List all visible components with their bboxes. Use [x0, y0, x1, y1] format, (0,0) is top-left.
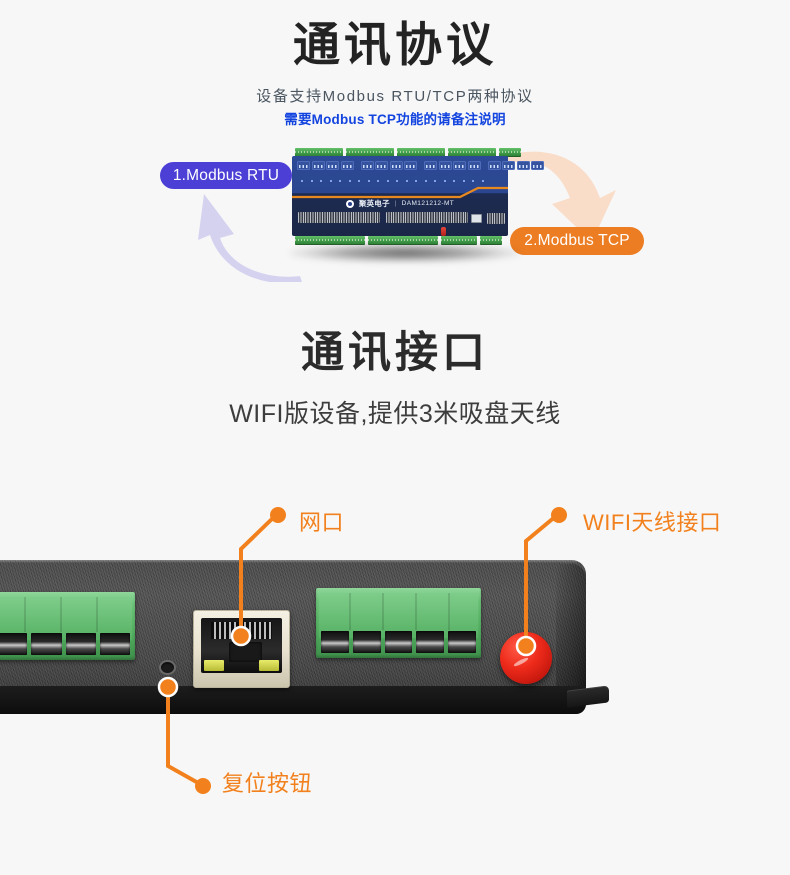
- badge-modbus-rtu[interactable]: 1.Modbus RTU: [160, 162, 292, 189]
- board-bottom-terminals: [295, 236, 502, 245]
- rj45-latch-slot: [229, 642, 262, 662]
- board-pin-header-aux: [487, 213, 505, 224]
- brand-name: 聚英电子: [358, 199, 390, 208]
- rj45-led-left: [204, 660, 224, 671]
- badge-modbus-tcp-label: 2.Modbus TCP: [524, 232, 630, 249]
- callout-label-wifi-antenna: WIFI天线接口: [583, 510, 722, 535]
- reset-button-pinhole[interactable]: [159, 660, 176, 675]
- device-board-shadow: [290, 243, 520, 263]
- board-rj45-jack: [471, 214, 482, 223]
- board-led-row-bottom: [301, 180, 484, 182]
- board-pin-header-right: [386, 212, 468, 223]
- rj45-led-right: [259, 660, 279, 671]
- badge-modbus-rtu-label: 1.Modbus RTU: [172, 166, 280, 184]
- brand-logo-icon: [345, 199, 354, 208]
- board-top-terminals: [295, 148, 521, 157]
- protocol-subtitle-line1: 设备支持Modbus RTU/TCP两种协议: [256, 88, 534, 105]
- brand-divider: |: [394, 200, 397, 207]
- board-branding: 聚英电子 | DAM121212-MT: [283, 198, 517, 209]
- board-antenna-cap-icon: [441, 227, 446, 236]
- leader-reset: [157, 676, 211, 794]
- board-pin-header-left: [298, 212, 380, 223]
- interface-section-subtitle: WIFI版设备,提供3米吸盘天线: [229, 400, 561, 428]
- terminal-block-left: [0, 592, 135, 660]
- protocol-subtitle-line2: 需要Modbus TCP功能的请备注说明: [284, 112, 506, 127]
- badge-modbus-tcp[interactable]: 2.Modbus TCP: [510, 227, 644, 255]
- leader-wifi: [515, 507, 567, 657]
- device-model-number: DAM121212-MT: [401, 200, 455, 207]
- callout-label-reset-button: 复位按钮: [222, 771, 313, 796]
- device-board-image: 聚英电子 | DAM121212-MT: [283, 148, 544, 246]
- enclosure-front-face: [0, 686, 586, 714]
- enclosure-top-highlight: [0, 560, 586, 563]
- board-led-row-top: [297, 161, 544, 170]
- device-photo: [0, 560, 620, 725]
- protocol-section-title: 通讯协议: [293, 18, 497, 71]
- board-orange-stripe: [292, 186, 508, 199]
- callout-label-ethernet-port: 网口: [299, 510, 345, 535]
- interface-section-title: 通讯接口: [301, 329, 489, 377]
- terminal-block-right: [316, 588, 481, 658]
- leader-ethernet: [230, 507, 286, 647]
